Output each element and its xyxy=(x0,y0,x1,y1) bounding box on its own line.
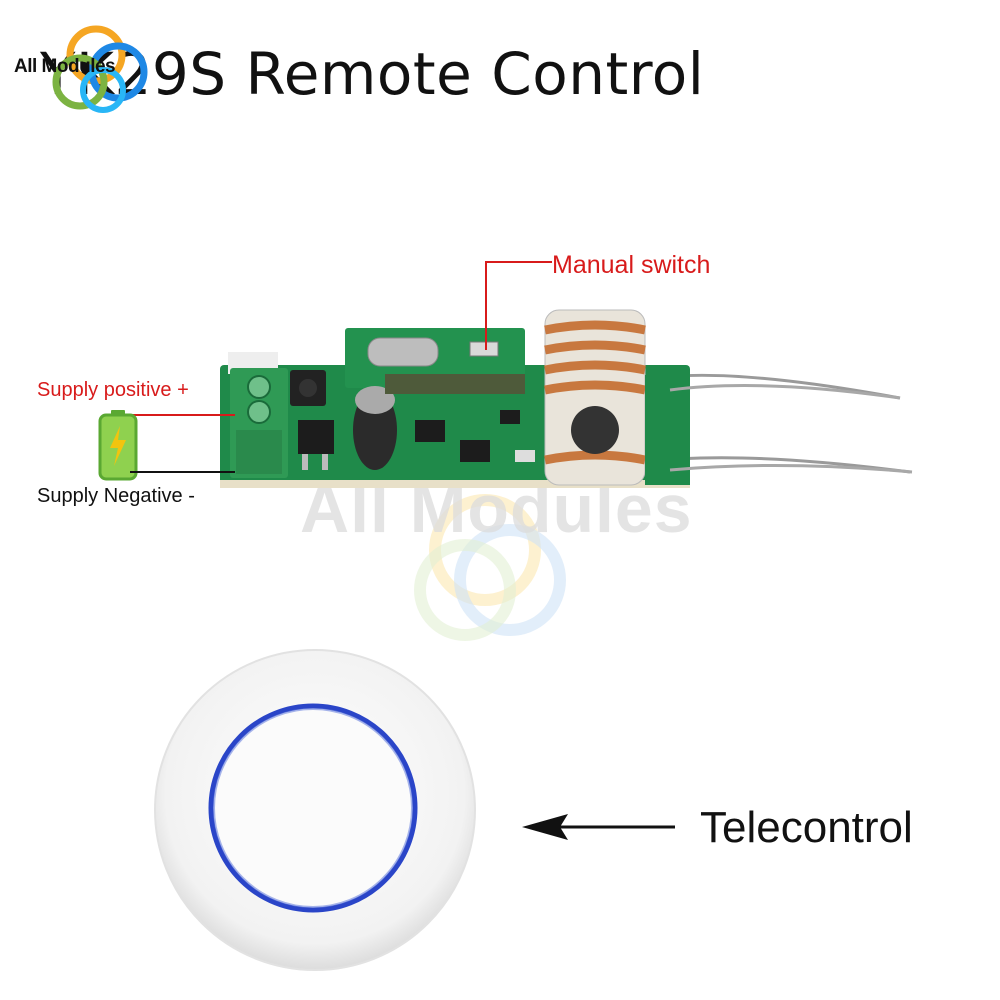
telecontrol-label: Telecontrol xyxy=(700,803,913,852)
round-remote xyxy=(154,649,476,971)
supply-positive-leader xyxy=(130,414,235,416)
supply-positive-label: Supply positive + xyxy=(37,379,189,401)
watermark-logo-icon xyxy=(414,494,566,641)
page-title: YK29S Remote Control xyxy=(40,40,705,108)
swirl-logo-icon xyxy=(52,25,148,113)
battery-charging-icon xyxy=(98,410,138,481)
left-arrow-icon xyxy=(522,814,675,840)
logo-text: All Modules xyxy=(14,56,116,77)
pcb-board xyxy=(220,309,913,488)
supply-negative-leader xyxy=(130,471,235,473)
manual-switch-leader xyxy=(485,261,552,350)
manual-switch-label: Manual switch xyxy=(552,251,711,279)
supply-negative-label: Supply Negative - xyxy=(37,485,195,507)
